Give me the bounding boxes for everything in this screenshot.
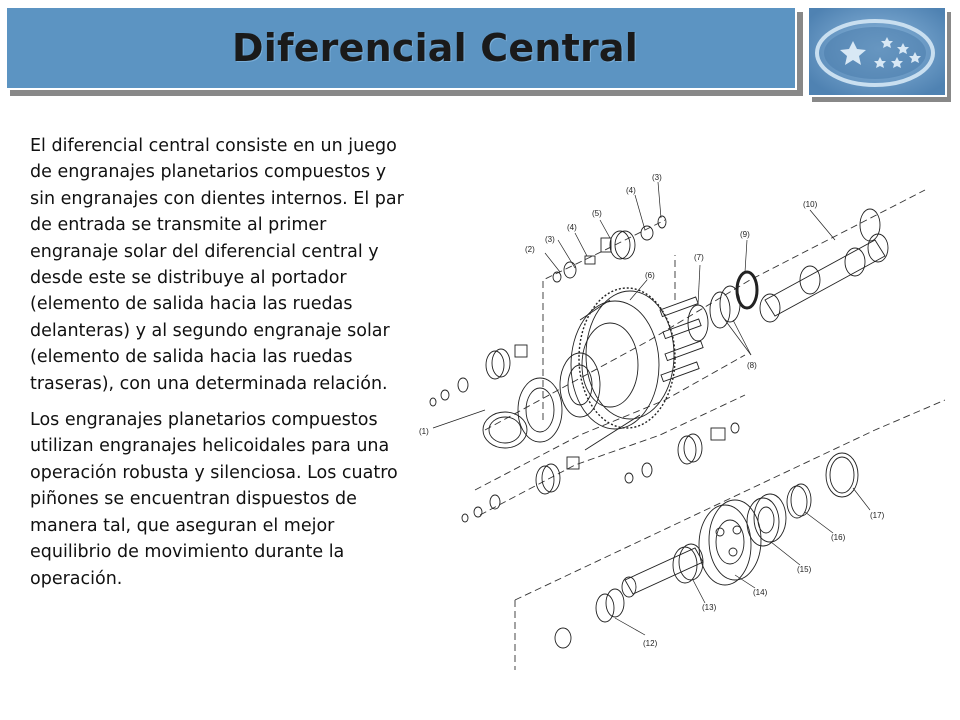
paragraph-1: El diferencial central consiste en un ju… [30, 136, 404, 394]
bearing-15 [746, 493, 787, 547]
label-13: (13) [702, 603, 717, 612]
label-9: (9) [740, 230, 750, 239]
washer-17 [825, 452, 859, 498]
title-bar [5, 6, 797, 90]
bearing-13 [672, 543, 704, 584]
label-7: (7) [694, 253, 704, 262]
pinion-gear-top [552, 215, 667, 283]
bearing-left [482, 377, 563, 449]
subaru-star-cluster-icon [809, 8, 945, 95]
body-text: El diferencial central consiste en un ju… [30, 133, 415, 602]
pinion-gear-left [429, 344, 580, 523]
label-8: (8) [747, 361, 757, 370]
exploded-gear-diagram: (1) (2) (3) (4) (5) (6) (3) (4) (7) (8) … [419, 173, 945, 670]
subaru-logo [807, 6, 947, 97]
output-shaft-front [759, 208, 889, 323]
part-labels: (1) (2) (3) (4) (5) (6) (3) (4) (7) (8) … [419, 173, 885, 648]
carrier-pins [659, 296, 704, 383]
label-5: (5) [592, 209, 602, 218]
label-2: (2) [525, 245, 535, 254]
label-3a: (3) [545, 235, 555, 244]
label-4b: (4) [626, 186, 636, 195]
paragraph-2: Los engranajes planetarios compuestos ut… [30, 410, 398, 589]
ring-gear-carrier [559, 287, 676, 451]
label-10: (10) [803, 200, 818, 209]
page-title: Diferencial Central [232, 26, 638, 70]
label-14: (14) [753, 588, 768, 597]
label-12: (12) [643, 639, 658, 648]
label-16: (16) [831, 533, 846, 542]
label-6: (6) [645, 271, 655, 280]
output-shaft-rear [554, 547, 704, 649]
label-4a: (4) [567, 223, 577, 232]
label-1: (1) [419, 427, 429, 436]
label-3b: (3) [652, 173, 662, 182]
label-15: (15) [797, 565, 812, 574]
pinion-gear-right [624, 422, 740, 484]
label-17: (17) [870, 511, 885, 520]
gear-16 [786, 483, 812, 519]
drive-gear-14 [698, 499, 762, 586]
